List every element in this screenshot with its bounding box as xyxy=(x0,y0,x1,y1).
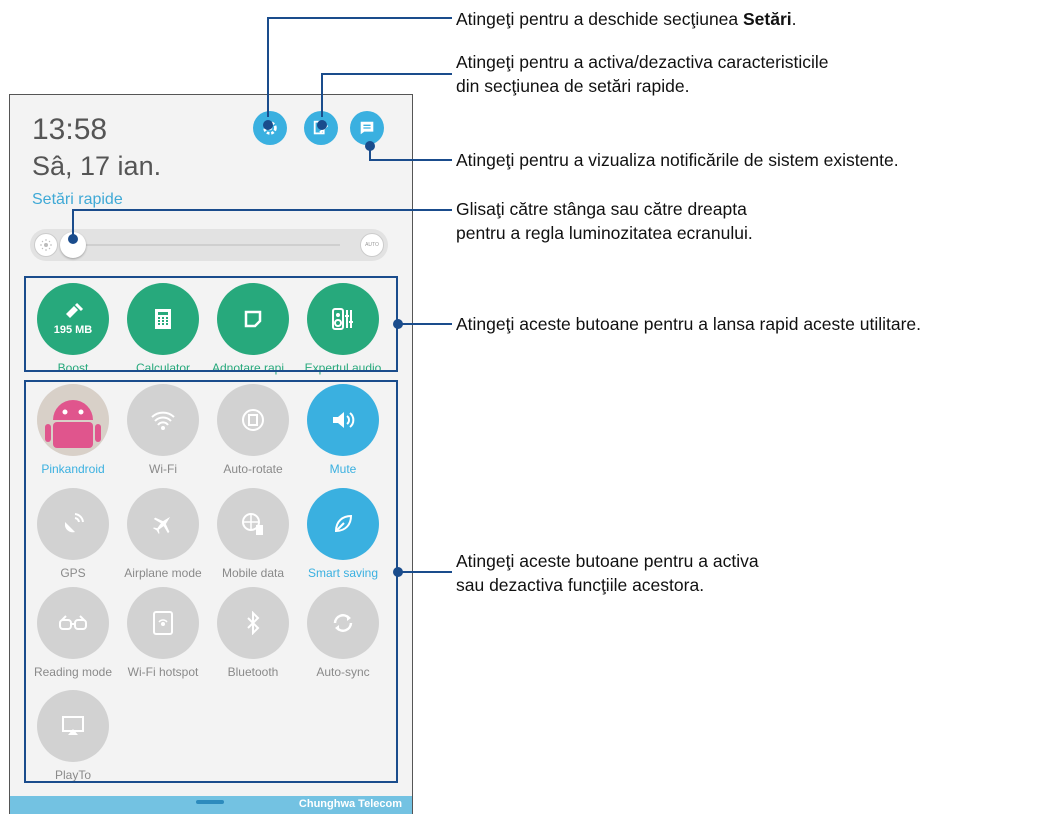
airplane-button[interactable] xyxy=(127,488,199,560)
wifi-button[interactable] xyxy=(127,384,199,456)
mute-button[interactable] xyxy=(307,384,379,456)
utilities-highlight xyxy=(24,276,398,372)
mobile-data-button[interactable] xyxy=(217,488,289,560)
settings-connector-dot xyxy=(263,120,273,130)
hotspot-button[interactable] xyxy=(127,587,199,659)
gps-tile[interactable]: GPS xyxy=(28,488,118,580)
utilities-annotation: Atingeţi aceste butoane pentru a lansa r… xyxy=(456,314,922,334)
smart-saving-tile[interactable]: Smart saving xyxy=(298,488,388,580)
cast-icon xyxy=(62,716,84,735)
hotspot-label: Wi-Fi hotspot xyxy=(127,665,199,679)
edit-annotation: Atingeţi pentru a activa/dezactiva carac… xyxy=(456,52,829,96)
hotspot-icon xyxy=(153,611,173,635)
brightness-low-icon xyxy=(34,233,58,257)
smart-saving-label: Smart saving xyxy=(307,566,379,580)
calculator-button[interactable] xyxy=(127,283,199,355)
brightness-annotation: Glisaţi către stânga sau către dreapta p… xyxy=(456,199,753,243)
quick-memo-icon xyxy=(244,310,262,328)
brightness-slider[interactable]: AUTO xyxy=(30,229,388,261)
wifi-tile[interactable]: Wi-Fi xyxy=(118,384,208,476)
bluetooth-tile[interactable]: Bluetooth xyxy=(208,587,298,679)
quick-memo-button[interactable] xyxy=(217,283,289,355)
auto-sync-button[interactable] xyxy=(307,587,379,659)
notifications-annotation: Atingeţi pentru a vizualiza notificările… xyxy=(456,150,899,170)
utilities-connector-h xyxy=(398,323,452,325)
brightness-connector-h xyxy=(72,209,452,211)
auto-sync-label: Auto-sync xyxy=(316,665,370,679)
reading-mode-tile[interactable]: Reading mode xyxy=(28,587,118,679)
brightness-track xyxy=(78,244,340,246)
clock-time: 13:58 xyxy=(32,113,108,146)
bottom-bar: Chunghwa Telecom xyxy=(10,796,412,814)
airplane-icon xyxy=(153,516,171,534)
user-label: Pinkandroid xyxy=(41,462,105,476)
settings-annotation: Atingeţi pentru a deschide secţiunea Set… xyxy=(456,9,797,29)
toggles-highlight xyxy=(24,380,398,783)
user-tile[interactable]: Pinkandroid xyxy=(28,384,118,476)
playto-tile[interactable]: PlayTo xyxy=(28,690,118,782)
smart-saving-button[interactable] xyxy=(307,488,379,560)
audio-wizard-button[interactable] xyxy=(307,283,379,355)
airplane-label: Airplane mode xyxy=(124,566,202,580)
bluetooth-icon xyxy=(247,611,260,635)
edit-connector-h xyxy=(321,73,452,75)
reading-mode-button[interactable] xyxy=(37,587,109,659)
toggles-annotation: Atingeţi aceste butoane pentru a activa … xyxy=(456,551,759,595)
mute-tile[interactable]: Mute xyxy=(298,384,388,476)
sync-icon xyxy=(333,614,353,632)
clock-date: Sâ, 17 ian. xyxy=(32,151,162,181)
auto-rotate-label: Auto-rotate xyxy=(223,462,283,476)
notifications-button[interactable] xyxy=(350,111,384,145)
leaf-icon xyxy=(334,514,353,533)
audio-wizard-icon xyxy=(332,308,353,330)
hotspot-tile[interactable]: Wi-Fi hotspot xyxy=(118,587,208,679)
carrier-name: Chunghwa Telecom xyxy=(298,798,402,810)
edit-connector-v xyxy=(321,73,323,117)
boost-memory-value: 195 MB xyxy=(53,324,93,336)
airplane-tile[interactable]: Airplane mode xyxy=(118,488,208,580)
mobile-data-tile[interactable]: Mobile data xyxy=(208,488,298,580)
auto-rotate-icon xyxy=(242,409,264,431)
notifications-connector-h xyxy=(369,159,452,161)
gps-icon xyxy=(65,513,84,533)
playto-button[interactable] xyxy=(37,690,109,762)
mute-label: Mute xyxy=(329,462,357,476)
auto-sync-tile[interactable]: Auto-sync xyxy=(298,587,388,679)
glasses-icon xyxy=(59,615,87,630)
boost-button[interactable]: 195 MB xyxy=(37,283,109,355)
wifi-label: Wi-Fi xyxy=(149,462,177,476)
notifications-connector-v xyxy=(369,143,371,160)
mobile-data-icon xyxy=(242,513,263,535)
mute-icon xyxy=(333,412,355,428)
mobile-data-label: Mobile data xyxy=(221,566,285,580)
quick-settings-panel: 13:58 Sâ, 17 ian. Setări rapide AUTO 195… xyxy=(9,94,413,814)
settings-connector-v xyxy=(267,17,269,117)
drag-handle[interactable] xyxy=(196,800,224,804)
boost-tile[interactable]: 195 MB Boost xyxy=(28,283,118,375)
brightness-connector-dot xyxy=(68,234,78,244)
bluetooth-label: Bluetooth xyxy=(227,665,279,679)
brightness-auto-icon[interactable]: AUTO xyxy=(360,233,384,257)
broom-icon xyxy=(66,302,84,318)
bluetooth-button[interactable] xyxy=(217,587,289,659)
gps-label: GPS xyxy=(60,566,86,580)
auto-rotate-tile[interactable]: Auto-rotate xyxy=(208,384,298,476)
playto-label: PlayTo xyxy=(54,768,92,782)
wifi-icon xyxy=(151,411,175,430)
brightness-connector-v xyxy=(72,209,74,237)
auto-rotate-button[interactable] xyxy=(217,384,289,456)
notifications-icon xyxy=(360,121,374,135)
edit-connector-dot xyxy=(317,120,327,130)
reading-mode-label: Reading mode xyxy=(33,665,113,679)
android-avatar-image xyxy=(37,384,109,456)
avatar[interactable] xyxy=(37,384,109,456)
toggles-connector-h xyxy=(398,571,452,573)
gps-button[interactable] xyxy=(37,488,109,560)
quick-settings-label: Setări rapide xyxy=(32,191,123,208)
settings-connector-h xyxy=(267,17,452,19)
calculator-icon xyxy=(155,309,171,329)
